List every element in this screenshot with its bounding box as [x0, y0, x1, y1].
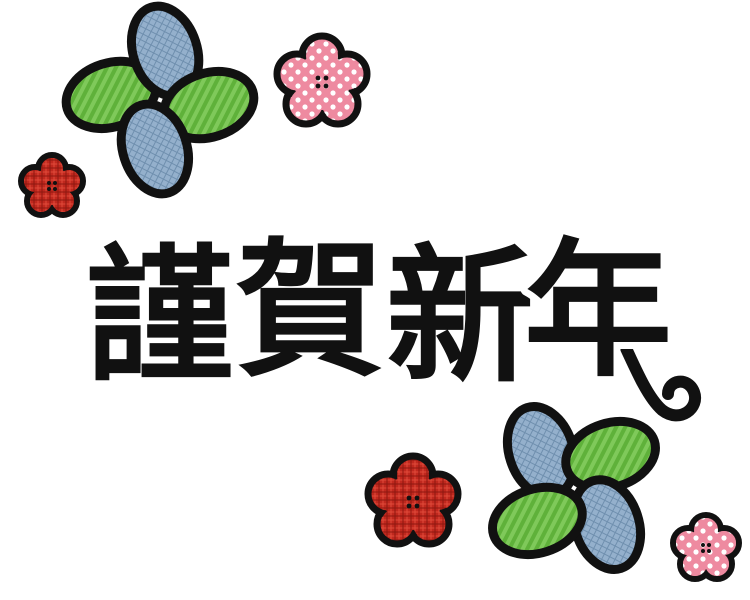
greeting-char-3-halo: 新: [386, 231, 534, 403]
plum-pink-top: [273, 32, 371, 128]
swirl-flourish: [606, 312, 702, 422]
plum-red-left: [18, 152, 86, 218]
plum-pink-bottom-right: [670, 512, 742, 582]
greeting-char-2-halo: 賀: [236, 225, 384, 397]
greeting-char-4-halo: 年: [524, 225, 672, 397]
greeting-char-1-halo: 謹: [86, 231, 234, 403]
plum-red-bottom: [364, 452, 462, 548]
clover-bottom-right: [488, 402, 660, 574]
clover-top-left: [61, 1, 259, 199]
greeting-title: 謹 賀 新 年: [79, 218, 679, 410]
